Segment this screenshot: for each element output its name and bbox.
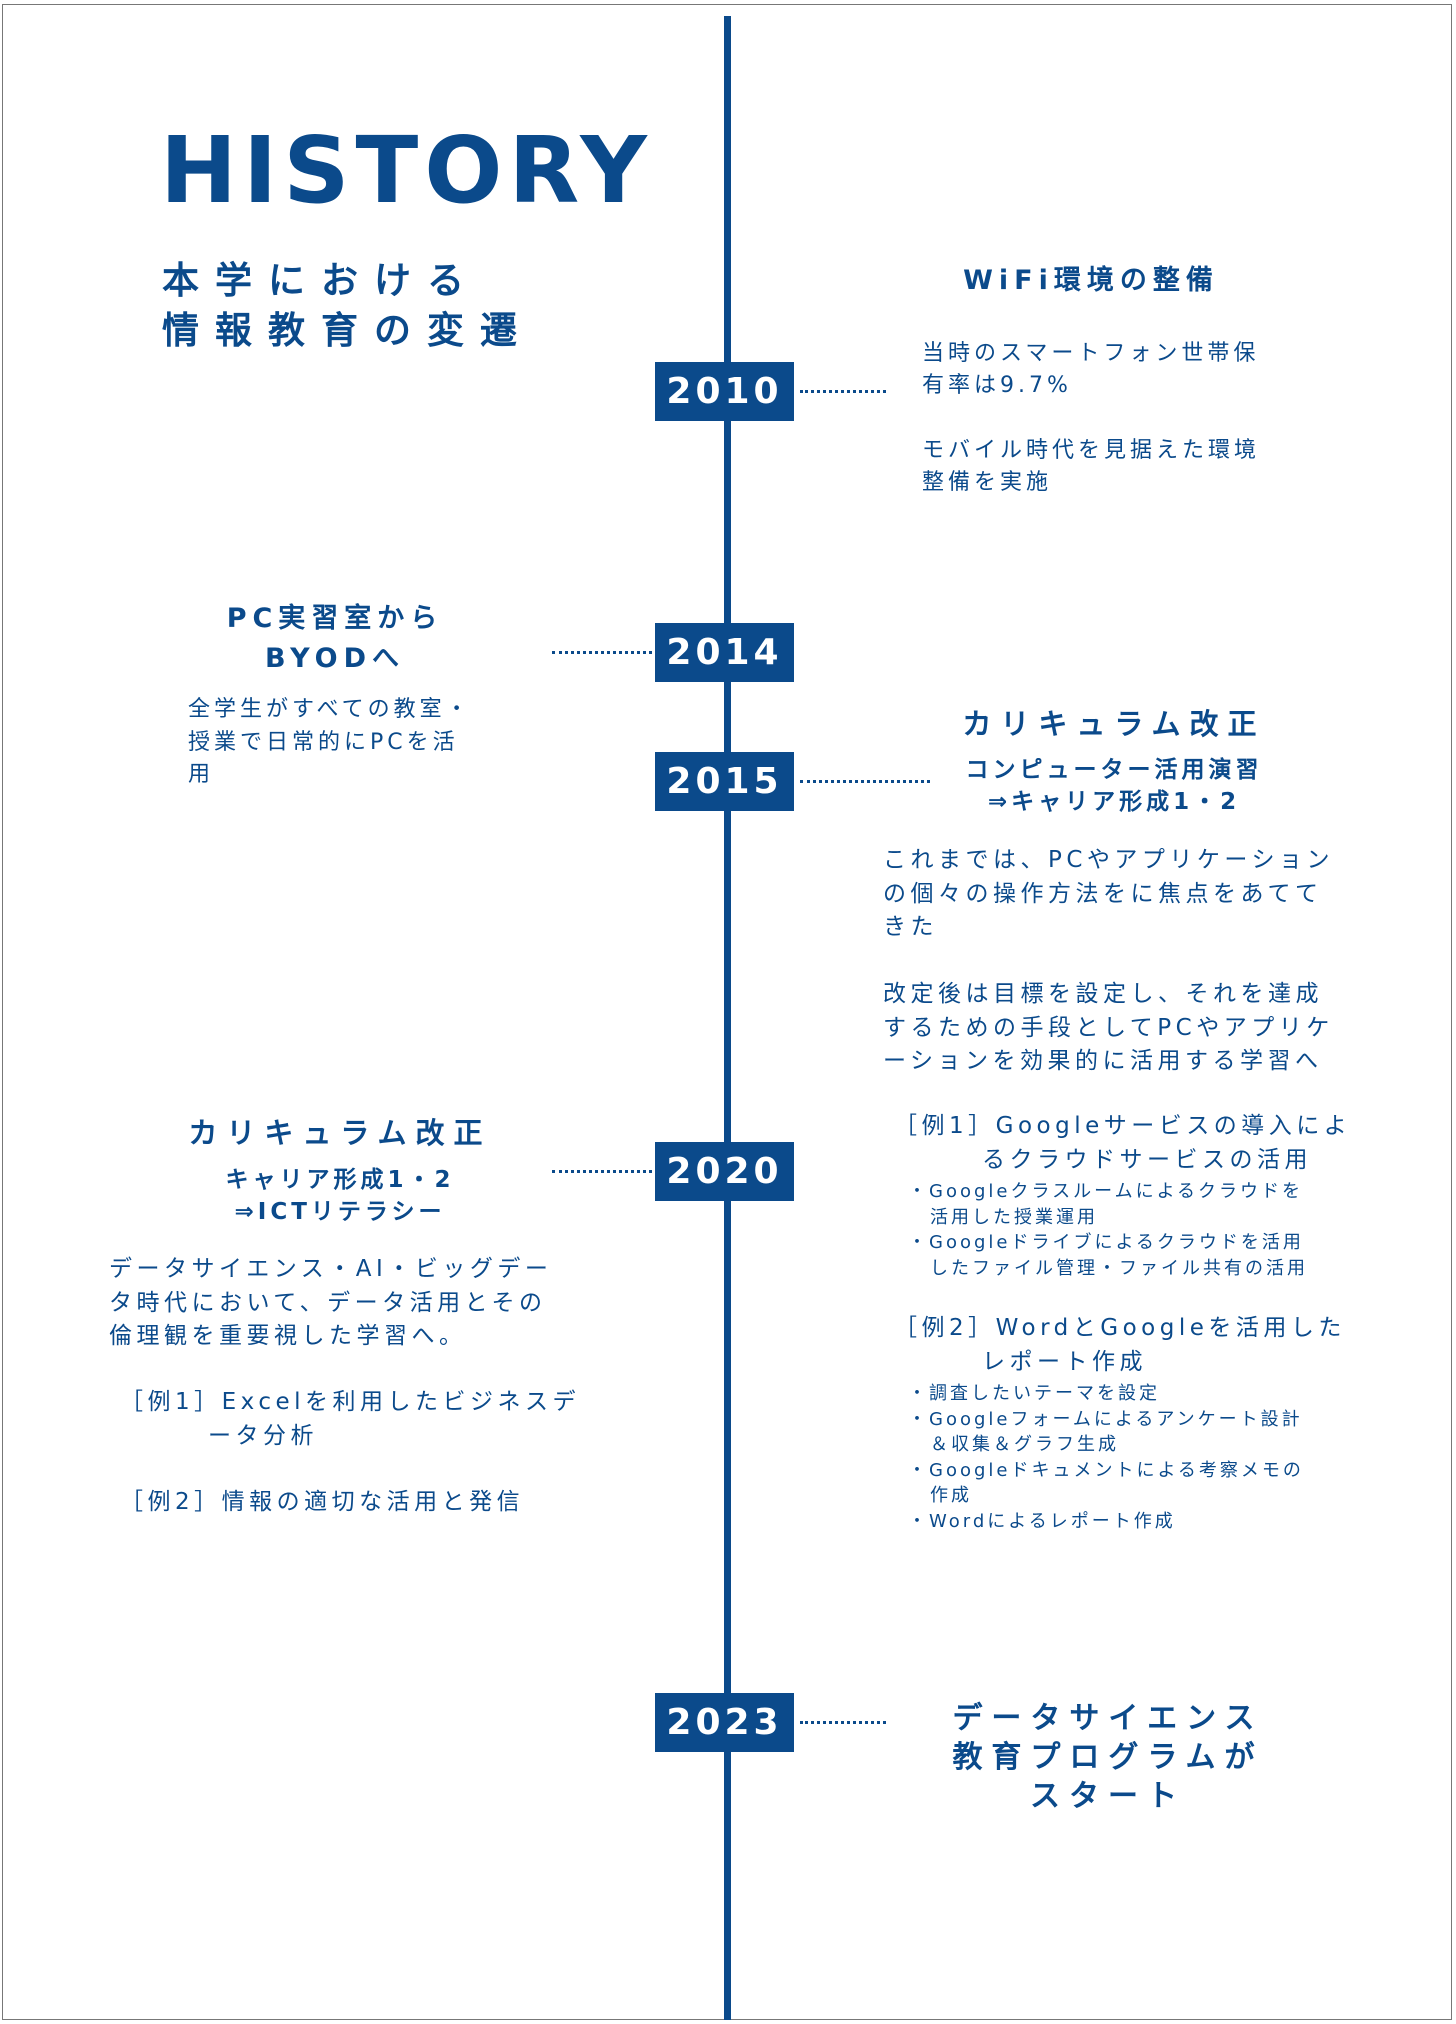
- bullet-line: ＆収集＆グラフ生成: [930, 1434, 1119, 1455]
- page-title: HISTORY: [160, 117, 653, 224]
- heading-line: PC実習室から: [226, 603, 444, 634]
- bullet-line: ・Googleフォームによるアンケート設計: [908, 1408, 1303, 1430]
- event-2014-heading: PC実習室から BYODへ: [175, 599, 495, 679]
- year-badge-2010: 2010: [655, 362, 794, 421]
- event-2015-subheading: コンピューター活用演習 ⇒キャリア形成1・2: [914, 754, 1314, 818]
- text-line: 改定後は目標を設定し、それを達成: [883, 981, 1323, 1007]
- text-line: するための手段としてPCやアプリケ: [883, 1014, 1334, 1041]
- text-line: レポート作成: [982, 1348, 1147, 1375]
- text-line: るクラウドサービスの活用: [982, 1146, 1312, 1173]
- event-2020-example2: ［例2］情報の適切な活用と発信: [120, 1489, 525, 1515]
- text-line: の個々の操作方法をに焦点をあてて: [883, 880, 1323, 907]
- year-badge-2020: 2020: [655, 1142, 794, 1201]
- event-2010-heading: WiFi環境の整備: [963, 265, 1219, 296]
- event-2015-example1: ［例1］Googleサービスの導入によ るクラウドサービスの活用: [894, 1110, 1351, 1177]
- bullet-line: ・Googleドライブによるクラウドを活用: [908, 1232, 1304, 1253]
- connector-2020: [552, 1170, 652, 1173]
- heading-line: ⇒ICTリテラシー: [234, 1199, 446, 1225]
- heading-line: キャリア形成1・2: [225, 1167, 455, 1193]
- text-line: データサイエンス・AI・ビッグデー: [109, 1256, 553, 1282]
- heading-line: ⇒キャリア形成1・2: [987, 789, 1241, 815]
- text-line: 整備を実施: [922, 470, 1053, 495]
- event-2015-example1-bullets: ・Googleクラスルームによるクラウドを 活用した授業運用 ・Googleドラ…: [908, 1179, 1308, 1281]
- subtitle-line: 本学における: [162, 259, 480, 302]
- connector-2023: [800, 1721, 886, 1724]
- heading-line: コンピューター活用演習: [965, 757, 1263, 783]
- heading-line: BYODへ: [264, 643, 406, 674]
- year-badge-2023: 2023: [655, 1693, 794, 1752]
- text-line: ータ分析: [208, 1422, 318, 1449]
- connector-2014: [552, 651, 652, 654]
- page-subtitle: 本学における 情報教育の変遷: [162, 256, 533, 356]
- event-2020-subheading: キャリア形成1・2 ⇒ICTリテラシー: [140, 1164, 540, 1228]
- bullet-line: ・調査したいテーマを設定: [908, 1383, 1160, 1404]
- text-line: 当時のスマートフォン世帯保: [922, 341, 1260, 366]
- text-line: 有率は9.7%: [922, 373, 1072, 398]
- event-2015-para1: これまでは、PCやアプリケーション の個々の操作方法をに焦点をあてて きた: [883, 844, 1334, 945]
- bullet-line: 作成: [930, 1485, 972, 1506]
- bullet-line: したファイル管理・ファイル共有の活用: [930, 1257, 1308, 1279]
- event-2015-heading: カリキュラム改正: [962, 707, 1266, 741]
- text-line: モバイル時代を見据えた環境: [922, 438, 1261, 463]
- heading-line: データサイエンス: [952, 1701, 1264, 1736]
- connector-2015: [800, 780, 930, 783]
- event-2020-example1: ［例1］Excelを利用したビジネスデ ータ分析: [120, 1386, 580, 1453]
- text-line: ［例1］Googleサービスの導入によ: [894, 1113, 1352, 1139]
- text-line: きた: [883, 914, 938, 940]
- event-2023-heading: データサイエンス 教育プログラムが スタート: [918, 1699, 1298, 1816]
- year-badge-2015: 2015: [655, 752, 794, 811]
- event-2015-example2-bullets: ・調査したいテーマを設定 ・Googleフォームによるアンケート設計 ＆収集＆グ…: [908, 1381, 1304, 1534]
- text-line: ［例1］Excelを利用したビジネスデ: [120, 1389, 581, 1415]
- heading-line: スタート: [1030, 1779, 1186, 1814]
- text-line: 授業で日常的にPCを活: [188, 729, 459, 755]
- event-2014-text: 全学生がすべての教室・ 授業で日常的にPCを活 用: [188, 694, 472, 792]
- year-badge-2014: 2014: [655, 623, 794, 682]
- bullet-line: ・Googleクラスルームによるクラウドを: [908, 1181, 1304, 1202]
- event-2020-para: データサイエンス・AI・ビッグデー タ時代において、データ活用とその 倫理観を重…: [109, 1253, 552, 1354]
- connector-2010: [800, 390, 886, 393]
- text-line: 倫理観を重要視した学習へ。: [109, 1323, 467, 1349]
- event-2015-para2: 改定後は目標を設定し、それを達成 するための手段としてPCやアプリケ ーションを…: [883, 978, 1334, 1079]
- heading-line: 教育プログラムが: [952, 1740, 1264, 1775]
- text-line: タ時代において、データ活用とその: [109, 1289, 547, 1316]
- event-2010-text: 当時のスマートフォン世帯保 有率は9.7% モバイル時代を見据えた環境 整備を実…: [922, 338, 1260, 499]
- text-line: ーションを効果的に活用する学習へ: [883, 1048, 1323, 1074]
- subtitle-line: 情報教育の変遷: [162, 309, 533, 352]
- text-line: 全学生がすべての教室・: [188, 697, 472, 722]
- bullet-line: ・Wordによるレポート作成: [908, 1510, 1176, 1532]
- event-2020-heading: カリキュラム改正: [188, 1116, 492, 1150]
- bullet-line: ・Googleドキュメントによる考察メモの: [908, 1459, 1304, 1481]
- text-line: 用: [188, 762, 215, 787]
- text-line: これまでは、PCやアプリケーション: [883, 847, 1334, 873]
- text-line: ［例2］WordとGoogleを活用した: [894, 1315, 1346, 1341]
- event-2015-example2: ［例2］WordとGoogleを活用した レポート作成: [894, 1312, 1346, 1379]
- bullet-line: 活用した授業運用: [930, 1206, 1098, 1228]
- timeline-axis: [724, 16, 731, 2020]
